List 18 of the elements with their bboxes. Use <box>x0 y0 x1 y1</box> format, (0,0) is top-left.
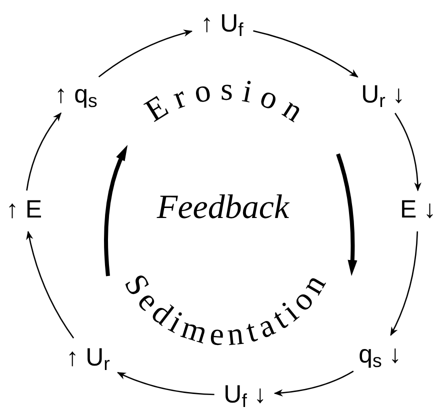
variable-label: q$_{s}$ ↓ <box>356 342 404 368</box>
arrow <box>26 230 74 338</box>
variable-label: U$_{f}$ ↓ <box>222 382 268 408</box>
variable-label: U$_{r}$ ↓ <box>359 82 407 108</box>
variable-label: ↑ U$_{f}$ <box>198 10 246 38</box>
center-label: Feedback <box>156 191 290 225</box>
arrow <box>394 112 422 192</box>
variable-label: E ↓ <box>398 196 438 224</box>
arrow <box>116 372 214 396</box>
variable-label: ↑ E <box>4 196 44 224</box>
variable-label: ↑ q$_{s}$ <box>52 82 100 108</box>
arrow <box>26 112 62 191</box>
arrow <box>390 231 418 336</box>
curved-label: Erosion <box>138 70 310 129</box>
arrow <box>274 370 354 396</box>
arrow <box>98 30 193 78</box>
variable-label: ↑ U$_{r}$ <box>64 344 112 372</box>
arrow <box>253 30 358 78</box>
